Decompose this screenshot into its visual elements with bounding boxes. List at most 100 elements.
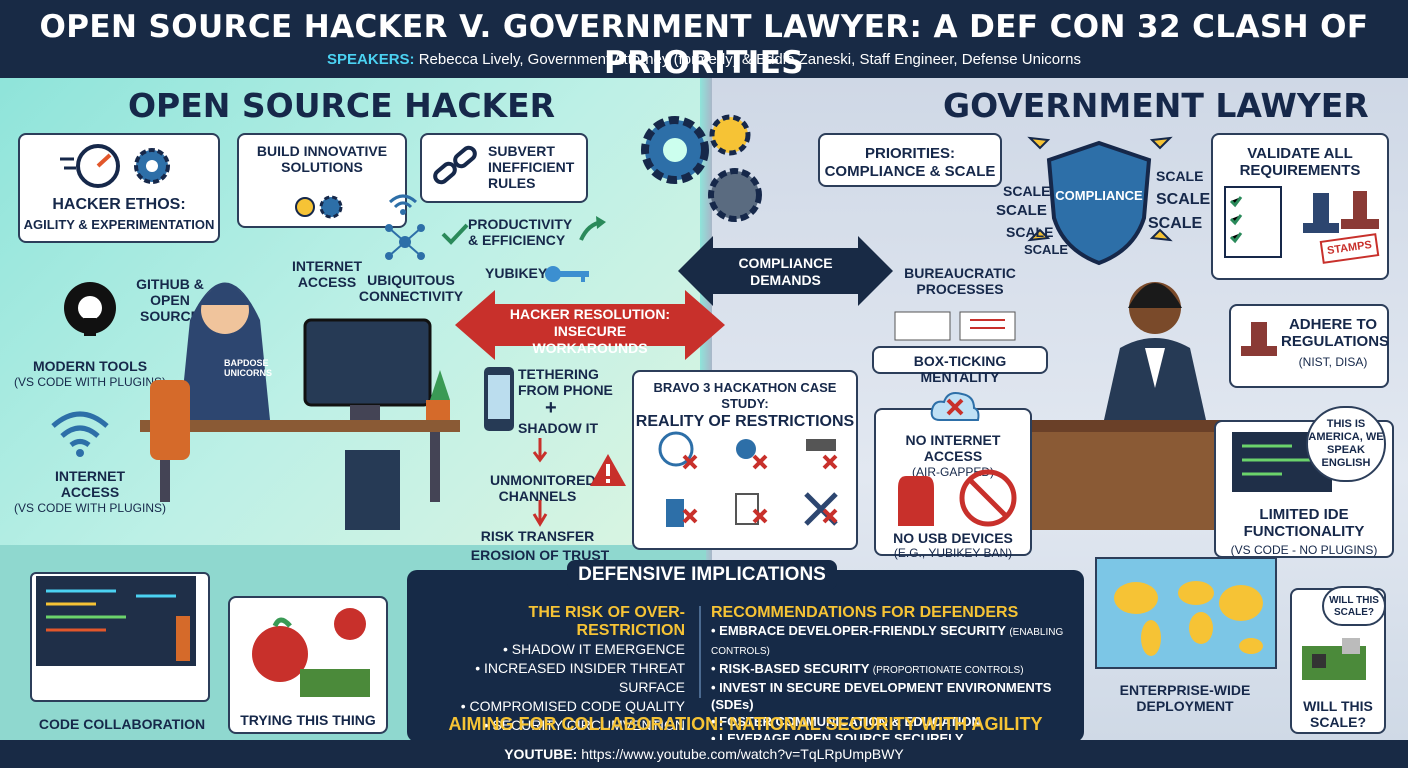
checklist-stamp-icon (1224, 186, 1379, 258)
code-monitor-icon (36, 576, 196, 666)
code-collab-card: CODE COLLABORATION (30, 572, 210, 732)
enterprise-label: ENTERPRISE-WIDE DEPLOYMENT (1119, 682, 1251, 714)
no-usb-sub: (E.G., YUBIKEY BAN) (893, 546, 1013, 560)
rec-item-note: (ENABLING CONTROLS) (711, 627, 1064, 657)
youtube-label: YOUTUBE: (504, 746, 578, 762)
rec-item: • RISK-BASED SECURITY (PROPORTIONATE CON… (711, 660, 1071, 679)
priorities-card: PRIORITIES: COMPLIANCE & SCALE (818, 133, 1002, 187)
scale-6: SCALE (1156, 191, 1211, 208)
lightbulb-gear-icon (295, 195, 343, 219)
scale-arrows (1027, 136, 1173, 242)
box-ticking-label: BOX-TICKING MENTALITY (913, 353, 1007, 385)
tethering-label: TETHERING FROM PHONE (518, 366, 613, 398)
scale-5: SCALE (1156, 168, 1204, 184)
cloud-blocked-icon (930, 392, 980, 421)
gears-icon (641, 114, 762, 222)
subvert-rules-card: SUBVERT INEFFICIENT RULES (420, 133, 588, 203)
bureau-label: BUREAUCRATIC PROCESSES (904, 265, 1016, 297)
raspberry-pi-icon (252, 608, 370, 697)
modern-tools-title: MODERN TOOLS (32, 358, 148, 374)
validate-label: VALIDATE ALL REQUIREMENTS (1239, 145, 1361, 179)
internet-access-2-sub: (VS CODE WITH PLUGINS) (13, 501, 166, 515)
internet-access-2: INTERNET ACCESS(VS CODE WITH PLUGINS) (10, 468, 170, 516)
restriction-icons (658, 431, 838, 527)
no-internet-label: NO INTERNET ACCESS (905, 432, 1001, 464)
rec-title: RECOMMENDATIONS FOR DEFENDERS (711, 604, 1019, 621)
trying-label: TRYING THIS THING (240, 712, 376, 728)
box-ticking-card: BOX-TICKING MENTALITY (872, 346, 1048, 385)
scale-2: SCALE (996, 202, 1047, 219)
speech-bubble: THIS IS AMERICA, WE SPEAK ENGLISH (1306, 406, 1386, 482)
youtube-link[interactable]: https://www.youtube.com/watch?v=TqLRpUmp… (581, 746, 904, 762)
checkmark-icon (441, 223, 469, 245)
limited-ide-label: LIMITED IDE FUNCTIONALITY (1243, 506, 1365, 540)
yubikey-label: YUBIKEY (485, 265, 548, 281)
build-innovative-label: BUILD INNOVATIVE SOLUTIONS (256, 143, 388, 175)
hacker-resolution-label: HACKER RESOLUTION: INSECURE WORKAROUNDS (509, 306, 671, 356)
circuit-board-icon (1302, 638, 1366, 680)
defensive-title: DEFENSIVE IMPLICATIONS (567, 560, 837, 590)
ethos-title: HACKER ETHOS: (52, 196, 186, 213)
compliance-demands-arrow (678, 236, 893, 306)
internet-access-2-title: INTERNET ACCESS (55, 468, 125, 500)
growth-arrow-icon (579, 216, 606, 241)
hacker-section-title: OPEN SOURCE HACKER (128, 86, 556, 125)
flow-arrows (532, 438, 548, 527)
header: OPEN SOURCE HACKER V. GOVERNMENT LAWYER:… (0, 0, 1408, 81)
risk-item: • SHADOW IT EMERGENCE (503, 641, 685, 657)
will-scale-label-1: WILL THIS SCALE? (1329, 595, 1379, 618)
no-usb-icons (898, 469, 1017, 527)
rec-item-text: • RISK-BASED SECURITY (711, 661, 870, 676)
warning-icon (590, 454, 626, 486)
hacker-illustration (140, 282, 460, 530)
code-collab-label: CODE COLLABORATION (38, 716, 206, 732)
productivity-label: PRODUCTIVITY & EFFICIENCY (468, 216, 572, 248)
risk-item: • SECURITY CIRCUMVENTION (483, 717, 685, 733)
rec-item: • FOSTER COMMUNICATION & EDUCATION (711, 713, 1071, 730)
risk-title: THE RISK OF OVER-RESTRICTION (528, 604, 685, 639)
scale-3: SCALE (1006, 224, 1054, 240)
speakers-line: SPEAKERS: Rebecca Lively, Government Att… (0, 51, 1408, 68)
phone-icon (484, 367, 514, 431)
modern-tools-label: MODERN TOOLS(VS CODE WITH PLUGINS) (10, 358, 170, 390)
ethos-subtitle: AGILITY & EXPERIMENTATION (23, 217, 215, 232)
risk-column: THE RISK OF OVER-RESTRICTION • SHADOW IT… (423, 604, 685, 735)
modern-tools-sub: (VS CODE WITH PLUGINS) (13, 375, 166, 389)
plus-sign: + (545, 397, 557, 419)
wifi-small-icon (388, 194, 418, 215)
subvert-rules-label: SUBVERT INEFFICIENT RULES (488, 143, 575, 191)
no-usb-label: NO USB DEVICES (893, 530, 1013, 546)
scale-1: SCALE (1003, 183, 1051, 199)
shadow-it-label: SHADOW IT (518, 420, 599, 436)
footer: YOUTUBE: https://www.youtube.com/watch?v… (0, 740, 1408, 768)
lawyer-illustration (1100, 282, 1210, 438)
speakers-label: SPEAKERS: (327, 51, 415, 68)
adhere-sub: (NIST, DISA) (1298, 355, 1368, 369)
hoodie-text: BAPDOSE UNICORNS (224, 358, 273, 378)
hacker-ethos-card: HACKER ETHOS: AGILITY & EXPERIMENTATION (18, 133, 220, 243)
stamp-icon (1241, 322, 1277, 356)
rec-item-text: • FOSTER COMMUNICATION & EDUCATION (711, 714, 981, 729)
rec-item-note: (PROPORTIONATE CONTROLS) (872, 665, 1024, 676)
adhere-card: ADHERE TO REGULATIONS (NIST, DISA) (1229, 304, 1389, 388)
speech-text: THIS IS AMERICA, WE SPEAK ENGLISH (1308, 418, 1384, 469)
bravo-title: BRAVO 3 HACKATHON CASE STUDY: (653, 380, 837, 411)
bravo-subtitle: REALITY OF RESTRICTIONS (635, 413, 855, 430)
validate-card: VALIDATE ALL REQUIREMENTS STAMPS (1211, 133, 1389, 280)
ubiquitous-connectivity-label: UBIQUITOUS CONNECTIVITY (358, 272, 464, 304)
column-divider (699, 606, 701, 698)
will-scale-bubble: WILL THIS SCALE? (1322, 586, 1386, 626)
adhere-label: ADHERE TO REGULATIONS (1281, 316, 1390, 350)
paper-stacks-icon (894, 311, 1016, 341)
world-map-icon (1095, 557, 1277, 669)
bravo-case-study-card: BRAVO 3 HACKATHON CASE STUDY: REALITY OF… (632, 370, 858, 550)
defensive-implications-panel: DEFENSIVE IMPLICATIONS THE RISK OF OVER-… (407, 560, 1084, 746)
trying-card: TRYING THIS THING (228, 596, 388, 734)
rec-item-text: • EMBRACE DEVELOPER-FRIENDLY SECURITY (711, 623, 1006, 638)
network-icon (385, 224, 425, 260)
risk-transfer-label: RISK TRANSFER (480, 528, 595, 544)
limited-ide-sub: (VS CODE - NO PLUGINS) (1230, 543, 1378, 557)
hacker-resolution-arrow (455, 290, 725, 360)
internet-access-label: INTERNET ACCESS (292, 258, 362, 290)
compliance-demands-label: COMPLIANCE DEMANDS (738, 255, 833, 288)
